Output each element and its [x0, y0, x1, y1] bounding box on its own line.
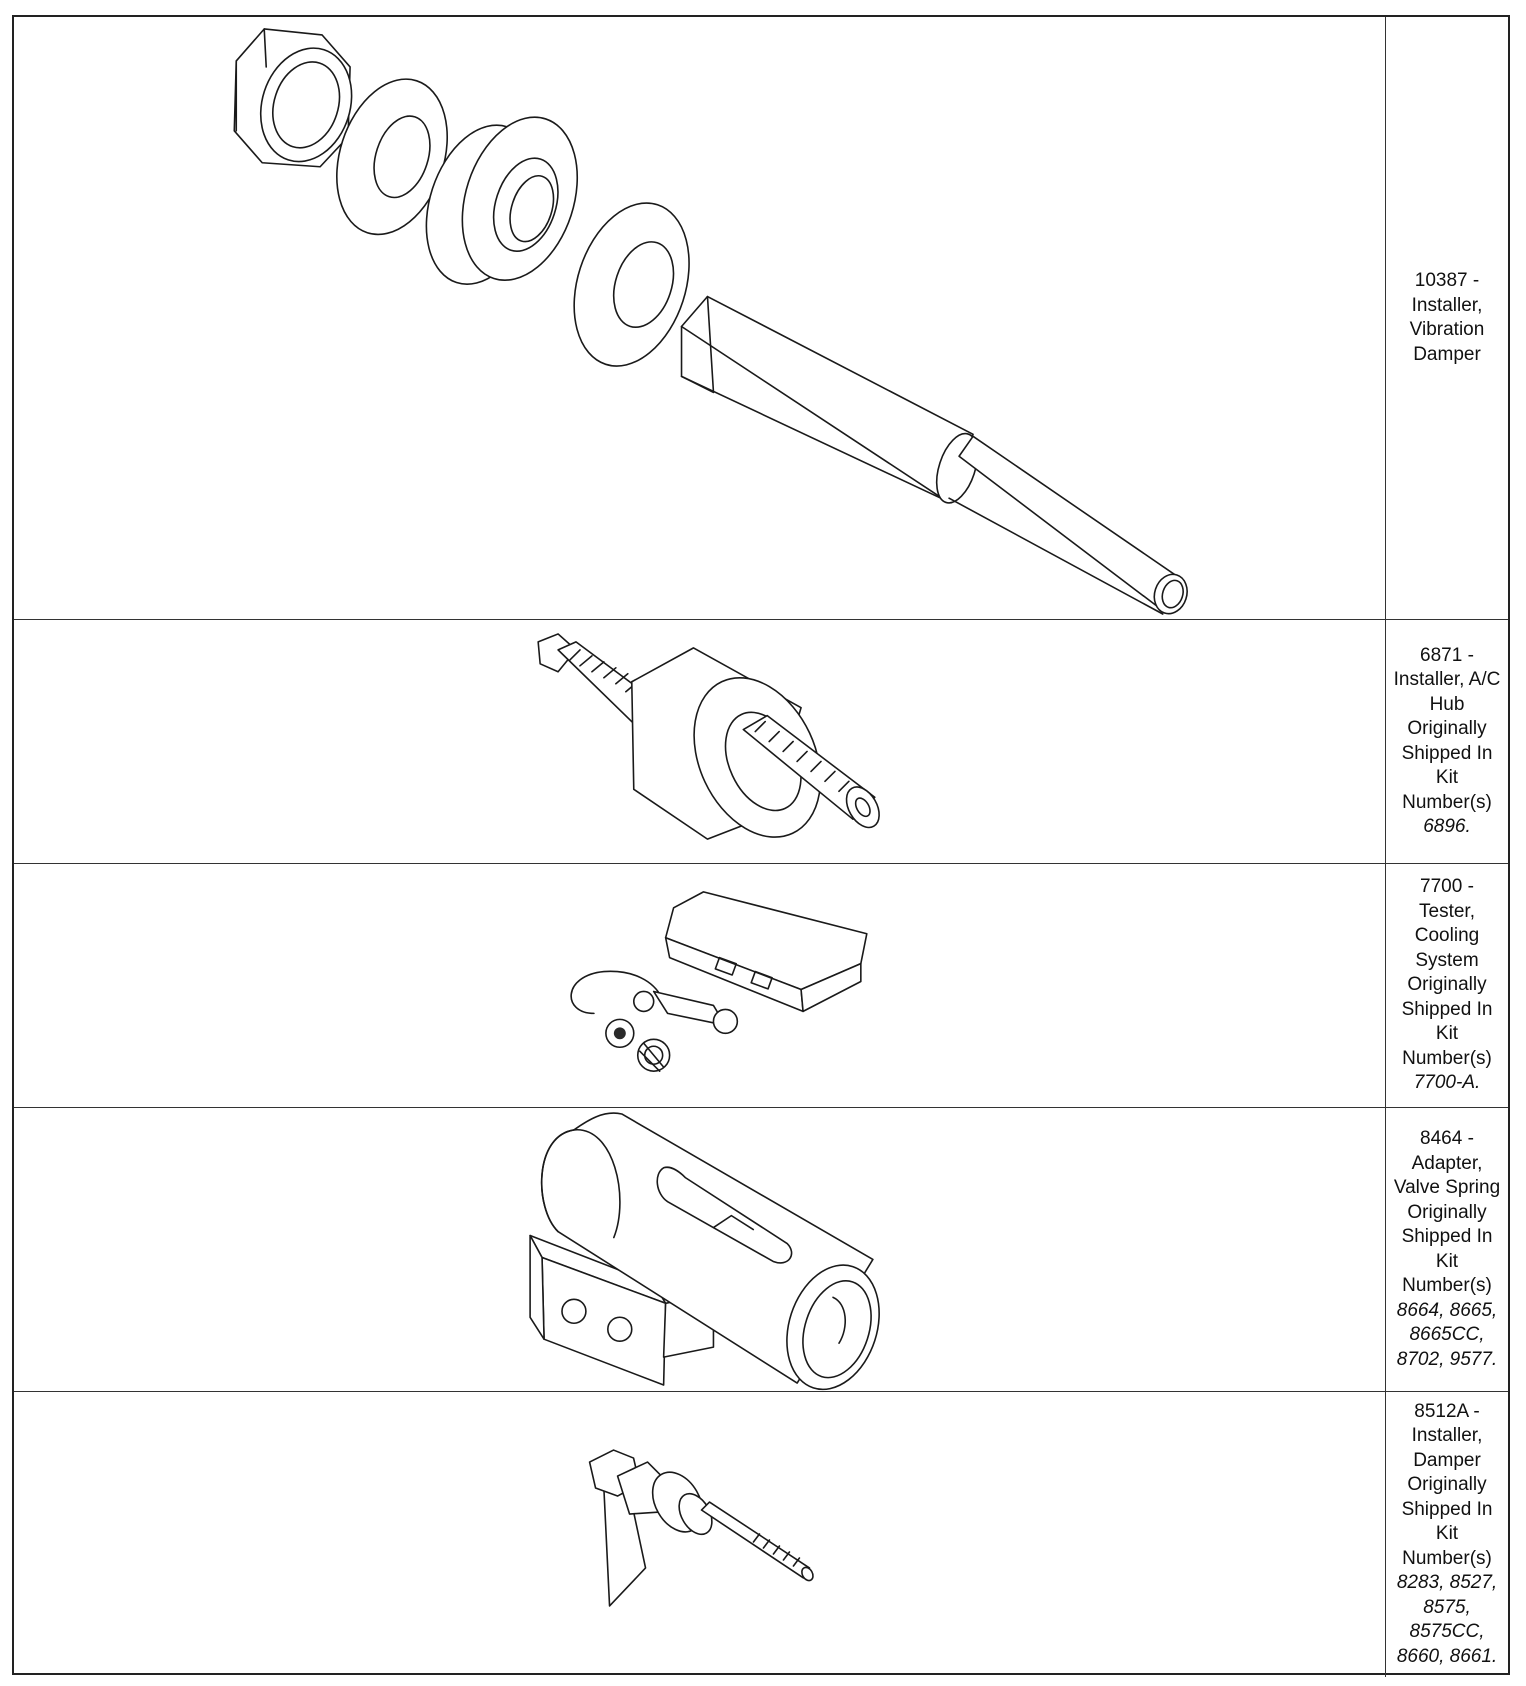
tool-row-8512a: 8512A - Installer, Damper Originally Shi… [14, 1392, 1508, 1677]
tool-description-line: Number(s) [1402, 1547, 1492, 1569]
tool-description-6871: 6871 - Installer, A/C Hub Originally Shi… [1386, 620, 1508, 863]
kit-number: 8665CC, [1409, 1324, 1485, 1345]
tool-description-line: Shipped In [1401, 1226, 1493, 1247]
tool-description-line: Shipped In [1401, 1498, 1493, 1520]
tool-illustration-7700 [14, 864, 1386, 1107]
special-tools-table: 10387 - Installer, Vibration Damper [12, 15, 1510, 1677]
tool-description-line: Originally [1407, 974, 1487, 996]
tool-description-8464: 8464 - Adapter, Valve Spring Originally … [1386, 1108, 1508, 1391]
tool-description-line: Number(s) [1402, 791, 1492, 813]
tool-description-line: System [1415, 949, 1479, 971]
tool-description-8512a: 8512A - Installer, Damper Originally Shi… [1386, 1392, 1508, 1677]
tool-number: 8512A - [1414, 1400, 1480, 1422]
valve-spring-adapter-drawing [529, 1112, 880, 1391]
installer-body-part [630, 647, 880, 840]
tool-illustration-8464 [14, 1108, 1386, 1391]
kit-number: 8660, 8661. [1396, 1645, 1498, 1667]
hex-nut-part [233, 28, 353, 168]
tool-description-line: Originally [1407, 1474, 1487, 1496]
tool-description-line: Damper [1413, 343, 1481, 365]
tool-description-line: Installer, [1411, 294, 1483, 316]
tool-description-line: Kit [1435, 1523, 1459, 1545]
tool-number: 8464 - [1420, 1128, 1474, 1149]
tool-description-line: Vibration [1409, 319, 1485, 340]
kit-number: 8575, [1423, 1596, 1471, 1618]
damper-installer-part [588, 1449, 814, 1607]
tool-description-line: Kit [1435, 1023, 1459, 1045]
tool-description-line: Originally [1407, 1201, 1487, 1223]
tool-number: 10387 - [1414, 270, 1480, 291]
tool-row-8464: 8464 - Adapter, Valve Spring Originally … [14, 1108, 1508, 1392]
tool-description-line: Installer, [1411, 1425, 1483, 1447]
spacer-part [425, 116, 579, 285]
tool-number: 7700 - [1420, 876, 1474, 898]
threaded-rod-part [537, 633, 655, 725]
ac-hub-installer-drawing [537, 633, 880, 840]
kit-number: 8664, 8665, [1396, 1299, 1498, 1321]
installer-rod-part [680, 295, 1188, 615]
tool-description-line: Tester, [1419, 900, 1475, 922]
tool-description-line: Shipped In [1401, 742, 1493, 764]
tool-illustration-10387 [14, 17, 1386, 619]
kit-number: 6896. [1423, 816, 1471, 837]
tool-illustration-8512a [14, 1392, 1386, 1677]
tool-description-line: Originally [1407, 718, 1487, 739]
tool-description-7700: 7700 - Tester, Cooling System Originally… [1386, 864, 1508, 1107]
hose-adapter-part [570, 970, 739, 1072]
kit-number: 8283, 8527, [1396, 1572, 1498, 1594]
tool-description-line: Damper [1413, 1449, 1481, 1471]
washer-part [573, 202, 690, 367]
tool-description-line: Shipped In [1401, 998, 1493, 1020]
tool-illustration-6871 [14, 620, 1386, 863]
tool-description-line: Adapter, [1411, 1152, 1483, 1174]
tool-description-10387: 10387 - Installer, Vibration Damper [1386, 17, 1508, 619]
vibration-damper-installer-drawing [233, 28, 1188, 615]
damper-installer-drawing [588, 1449, 814, 1607]
cooling-system-tester-drawing [570, 891, 868, 1072]
tool-description-line: Number(s) [1402, 1275, 1492, 1296]
tool-description-line: Valve Spring [1393, 1177, 1501, 1198]
tool-row-6871: 6871 - Installer, A/C Hub Originally Shi… [14, 620, 1508, 864]
tool-description-line: Kit [1435, 1250, 1459, 1272]
cylinder-body-part [540, 1112, 880, 1391]
tester-case-part [664, 891, 868, 1013]
kit-number: 8702, 9577. [1396, 1348, 1498, 1370]
bracket-part [529, 1234, 715, 1386]
tool-description-line: Installer, A/C [1393, 669, 1501, 690]
tool-description-line: Number(s) [1402, 1047, 1492, 1069]
tool-row-7700: 7700 - Tester, Cooling System Originally… [14, 864, 1508, 1108]
tool-number: 6871 - [1420, 644, 1474, 666]
kit-number: 8575CC, [1409, 1621, 1485, 1643]
tool-description-line: Hub [1429, 693, 1465, 715]
tool-row-10387: 10387 - Installer, Vibration Damper [14, 17, 1508, 620]
kit-number: 7700-A. [1413, 1072, 1481, 1094]
tool-description-line: Cooling [1414, 925, 1480, 947]
tool-description-line: Kit [1435, 767, 1459, 788]
